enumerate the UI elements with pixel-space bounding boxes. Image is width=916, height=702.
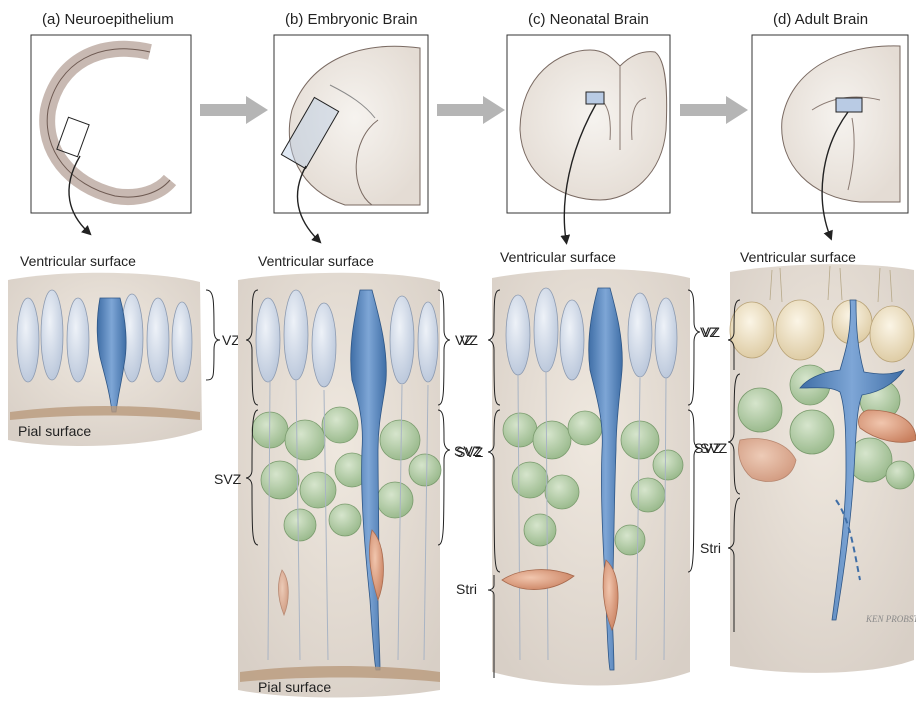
panel-b-tissue [238,273,450,698]
panel-b-pial-label: Pial surface [258,679,331,695]
panel-b-brain-section [274,35,428,213]
panel-a-tissue [8,273,220,446]
panel-a-brain-section [31,35,191,213]
panel-d-brain-section [752,35,908,213]
panel-c-vz-left-label: VZ [460,332,478,348]
panel-a-title: (a) Neuroepithelium [42,11,174,28]
panel-c-stri-label: Stri [456,581,477,597]
artist-signature: KEN PROBST [865,614,916,624]
panel-b-ventricular-label: Ventricular surface [258,253,374,269]
right-arrow-icon [680,96,748,124]
panel-d-svz-label: SVZ [694,440,722,456]
panel-d-title: (d) Adult Brain [773,11,868,28]
panel-d-tissue [728,264,916,673]
panel-a-vz-label: VZ [222,332,240,348]
right-arrow-icon [200,96,268,124]
panel-c-tissue [488,269,700,686]
panel-d-vz-label: VZ [700,324,718,340]
panel-d-stri-label: Stri [700,540,721,556]
panel-c-ventricular-label: Ventricular surface [500,249,616,265]
panel-b-title: (b) Embryonic Brain [285,11,418,28]
panel-b-svz-left-label: SVZ [214,471,242,487]
right-arrow-icon [437,96,505,124]
panel-c-svz-left-label: SVZ [456,444,484,460]
panel-a-pial-label: Pial surface [18,423,91,439]
panel-c-brain-section [507,35,670,213]
panel-d-ventricular-label: Ventricular surface [740,249,856,265]
panel-a-ventricular-label: Ventricular surface [20,253,136,269]
panel-c-title: (c) Neonatal Brain [528,11,649,28]
